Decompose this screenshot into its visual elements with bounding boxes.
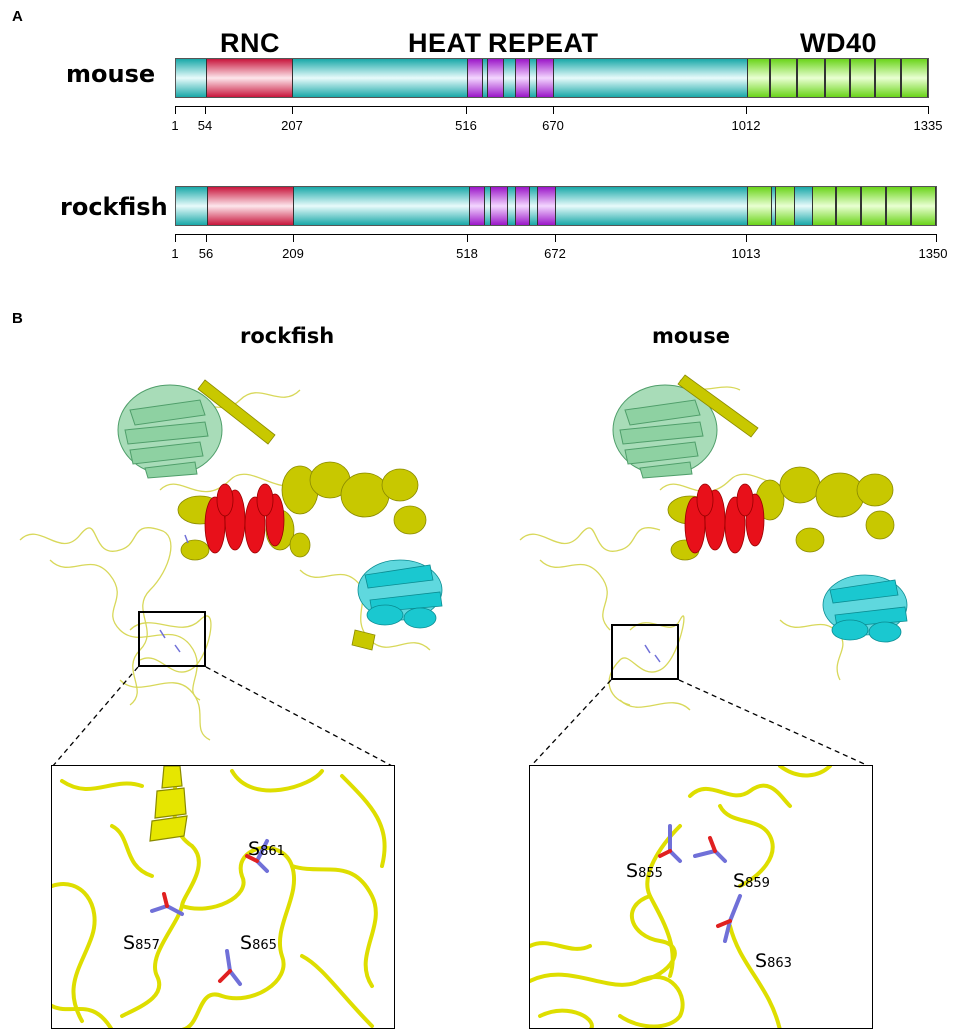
rockfish-wd40-blade-1 <box>747 187 772 225</box>
mouse-tick-label: 207 <box>281 118 303 133</box>
mouse-tick <box>175 106 176 114</box>
mouse-heat-repeat-2 <box>487 59 504 97</box>
mouse-wd40-blade-3 <box>797 59 825 97</box>
mouse-wd40-blade-4 <box>825 59 850 97</box>
rockfish-tick <box>175 234 176 242</box>
mouse-wd40-blade-5 <box>850 59 875 97</box>
mouse-tick <box>466 106 467 114</box>
panel-b-letter: B <box>12 310 23 327</box>
rockfish-wd40-blade-2 <box>775 187 795 225</box>
mouse-axis <box>175 106 929 107</box>
mouse-tick <box>553 106 554 114</box>
rockfish-site-s865: S865 <box>240 932 277 954</box>
mouse-wd40-blade-6 <box>875 59 901 97</box>
mouse-heat-repeat-1 <box>467 59 483 97</box>
mouse-heat-repeat-4 <box>536 59 554 97</box>
rockfish-axis <box>175 234 937 235</box>
mouse-tick-label: 54 <box>197 118 213 133</box>
mouse-wd40-blade-1 <box>747 59 770 97</box>
rockfish-tick <box>293 234 294 242</box>
rockfish-protein-bar <box>175 186 937 226</box>
rockfish-heat-repeat-4 <box>537 187 556 225</box>
wd40-domain-title: WD40 <box>800 28 878 58</box>
rockfish-wd40-blade-4 <box>836 187 861 225</box>
rockfish-zoom-selection-box <box>138 611 206 667</box>
rockfish-tick-label: 518 <box>456 246 478 261</box>
mouse-site-s855: S855 <box>626 860 663 882</box>
mouse-site-s863: S863 <box>755 950 792 972</box>
rockfish-tick <box>206 234 207 242</box>
rockfish-bar-label: rockfish <box>60 193 168 221</box>
rnc-domain-title: RNC <box>220 28 280 58</box>
heat-domain-title: HEAT <box>408 28 482 58</box>
rockfish-wd40-blade-3 <box>812 187 836 225</box>
mouse-zoom-structure <box>530 766 832 1028</box>
rockfish-tick-label: 672 <box>544 246 566 261</box>
mouse-tick <box>928 106 929 114</box>
rockfish-tick <box>746 234 747 242</box>
zoom-connector-lines <box>51 666 872 768</box>
rockfish-site-s861: S861 <box>248 838 285 860</box>
mouse-structure-title: mouse <box>652 324 731 348</box>
rockfish-wd40-blade-6 <box>886 187 911 225</box>
mouse-structure-model <box>519 374 908 711</box>
mouse-protein-bar <box>175 58 929 98</box>
rockfish-site-s857: S857 <box>123 932 160 954</box>
mouse-tick-label: 670 <box>542 118 564 133</box>
repeat-domain-title: REPEAT <box>488 28 599 58</box>
mouse-bar-label: mouse <box>66 60 156 88</box>
rockfish-structure-model <box>19 379 443 741</box>
mouse-wd40-blade-7 <box>901 59 928 97</box>
rockfish-tick-label: 1 <box>171 246 179 261</box>
mouse-tick <box>292 106 293 114</box>
mouse-tick-label: 1012 <box>731 118 761 133</box>
rockfish-heat-repeat-3 <box>515 187 530 225</box>
mouse-zoom-selection-box <box>611 624 679 680</box>
rockfish-tick-label: 1350 <box>918 246 948 261</box>
rockfish-heat-repeat-2 <box>490 187 508 225</box>
mouse-tick <box>205 106 206 114</box>
rockfish-tick-label: 56 <box>198 246 214 261</box>
rockfish-wd40-blade-7 <box>911 187 936 225</box>
rockfish-zoom-structure <box>52 766 387 1028</box>
rockfish-wd40-blade-5 <box>861 187 886 225</box>
rockfish-heat-repeat-1 <box>469 187 485 225</box>
mouse-heat-repeat-3 <box>515 59 530 97</box>
mouse-tick-label: 1 <box>171 118 179 133</box>
mouse-zoom-inset <box>529 765 873 1029</box>
rockfish-tick <box>555 234 556 242</box>
mouse-site-s859: S859 <box>733 870 770 892</box>
mouse-rnc-domain <box>206 59 293 97</box>
rockfish-tick <box>936 234 937 242</box>
mouse-wd40-blade-2 <box>770 59 797 97</box>
rockfish-rnc-domain <box>207 187 294 225</box>
rockfish-tick-label: 209 <box>282 246 304 261</box>
rockfish-tick <box>467 234 468 242</box>
mouse-tick-label: 1335 <box>913 118 943 133</box>
rockfish-structure-title: rockfish <box>240 324 335 348</box>
rockfish-tick-label: 1013 <box>731 246 761 261</box>
panel-a-letter: A <box>12 8 23 25</box>
rockfish-zoom-inset <box>51 765 395 1029</box>
mouse-tick <box>746 106 747 114</box>
mouse-tick-label: 516 <box>455 118 477 133</box>
